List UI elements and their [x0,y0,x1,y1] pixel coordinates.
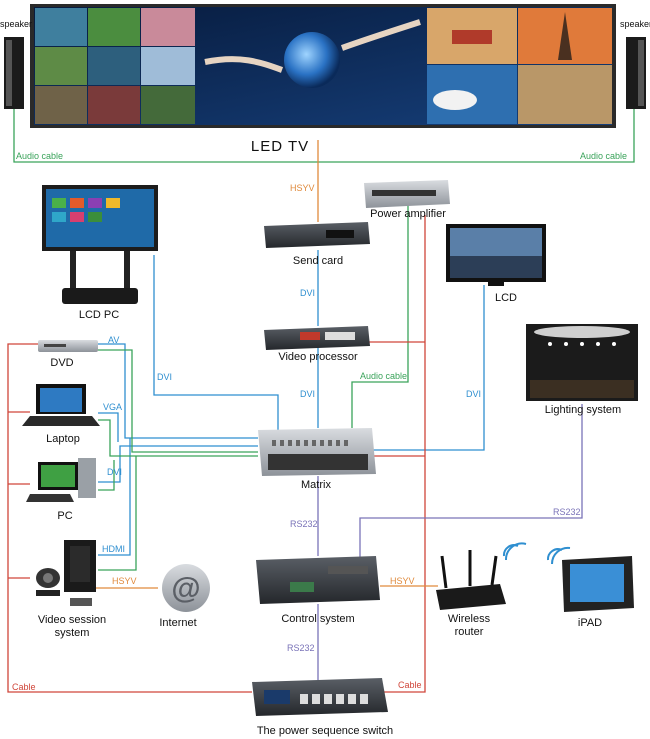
left-speaker-label: speaker [0,19,33,29]
rs232-matrix-label: RS232 [290,519,318,529]
led-tv-title: LED TV [250,138,310,155]
power-sequence-switch-device [252,678,388,716]
led-tv-screen [30,4,616,128]
lighting-system-device [526,324,638,401]
ipad-label: iPAD [577,617,603,629]
right-speaker-label: speaker [620,19,650,29]
matrix-device [258,428,376,476]
wireless-router-label: Wireless router [447,613,491,638]
power-sequence-switch-label: The power sequence switch [256,725,394,737]
left-speaker [4,37,24,109]
dvi-lcdpc-label: DVI [157,372,173,382]
control-system-label: Control system [281,613,355,625]
lcd-device [446,224,546,286]
audio-cable-right-label: Audio cable [580,151,628,161]
hdmi-label: HDMI [102,544,125,554]
dvi-lcd-label: DVI [466,389,482,399]
power-amplifier-label: Power amplifier [370,208,446,220]
cable-right-label: Cable [398,680,422,690]
audio-cable-left-label: Audio cable [16,151,64,161]
wires [7,108,635,693]
dvd-label: DVD [50,357,74,369]
svg-text:@: @ [171,572,200,605]
cable-wire-amp [378,215,426,693]
dvi-wire-lcdpc [153,255,279,432]
lcd-label: LCD [494,292,517,304]
rs232-lighting-label: RS232 [553,507,581,517]
dvi-pc-label: DVI [107,467,123,477]
video-session-device [36,540,96,606]
audio-cable-wire [13,108,635,163]
ipad-device [546,546,634,612]
hsyv-top-label: HSYV [290,183,315,193]
dvi-send-label: DVI [300,288,316,298]
send-card-device [264,222,370,248]
pc-device [26,458,96,502]
pc-label: PC [57,510,73,522]
vga-label: VGA [103,402,123,412]
dvd-device [38,340,98,352]
internet-label: Internet [159,617,197,629]
dvi-processor-label: DVI [300,389,316,399]
cable-left-label: Cable [12,682,36,692]
wireless-router-device [436,542,527,610]
power-amplifier-device [364,180,450,208]
av-label: AV [108,335,120,345]
cable-wire-left [7,343,252,693]
control-system-device [256,556,380,604]
lcd-pc-label: LCD PC [78,309,120,321]
audio-cable-mid-label: Audio cable [360,371,408,381]
video-processor-label: Video processor [278,351,358,363]
hsyv-internet-label: HSYV [112,576,137,586]
send-card-label: Send card [292,255,344,267]
hsyv-router-label: HSYV [390,576,415,586]
dvi-wire-lcd [372,285,485,451]
video-processor-device [264,326,370,350]
lcd-pc-device [42,185,158,304]
rs232-switch-label: RS232 [287,643,315,653]
right-speaker [626,37,646,109]
video-session-label: Video session system [37,614,107,639]
matrix-label: Matrix [301,479,331,491]
internet-device: @ [162,564,210,612]
laptop-device [22,384,100,426]
laptop-label: Laptop [46,433,80,445]
audio-wire-amp [351,205,409,428]
lighting-system-label: Lighting system [544,404,622,416]
